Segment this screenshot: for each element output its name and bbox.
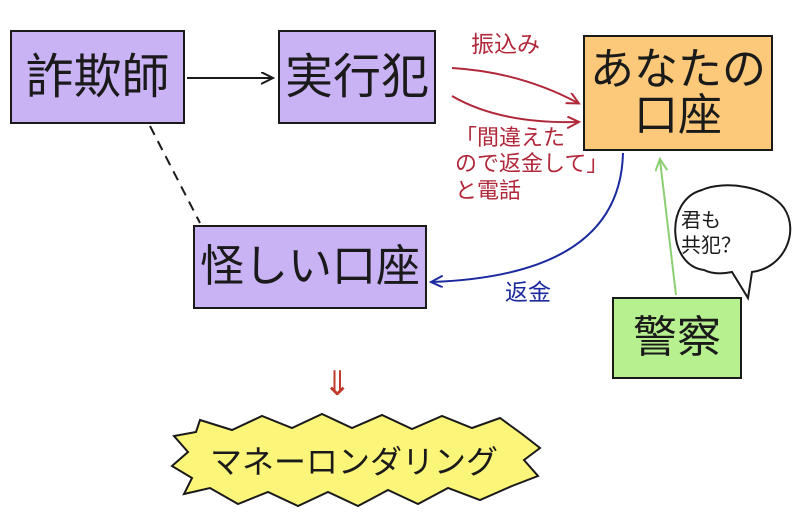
arrow-keisatsu	[660, 160, 677, 296]
box-suspicious-account: 怪しい口座	[193, 225, 427, 309]
label-henkin: 返金	[505, 280, 551, 306]
call-line2: ので返金して」	[455, 152, 609, 178]
arrow-call	[451, 95, 578, 122]
call-line1: 「間違えた	[455, 126, 566, 151]
box-jikkohan: 実行犯	[278, 30, 436, 124]
box-police: 警察	[612, 297, 742, 379]
anata-line2: 口座	[634, 90, 722, 141]
money-laundering-burst	[170, 412, 542, 508]
box-anata-account: あなたの 口座	[583, 35, 773, 151]
arrow-furikomi	[451, 67, 578, 103]
label-call: 「間違えた ので返金して」 と電話	[455, 126, 608, 205]
speech-bubble	[674, 184, 792, 301]
label-furikomi: 振込み	[471, 32, 540, 58]
arrow-henkin	[432, 152, 624, 282]
call-line3: と電話	[455, 178, 522, 204]
down-arrow-icon: ⇓	[323, 364, 352, 404]
bubble-line1: 君も	[681, 208, 721, 232]
bubble-line2: 共犯？	[681, 233, 741, 257]
anata-line1: あなたの	[590, 43, 766, 95]
speech-bubble-text: 君も 共犯？	[681, 208, 741, 258]
dashed-link-sagishi-ayashii	[149, 125, 201, 224]
money-laundering-label: マネーロンダリング	[210, 443, 499, 481]
box-sagishi: 詐欺師	[10, 30, 185, 124]
